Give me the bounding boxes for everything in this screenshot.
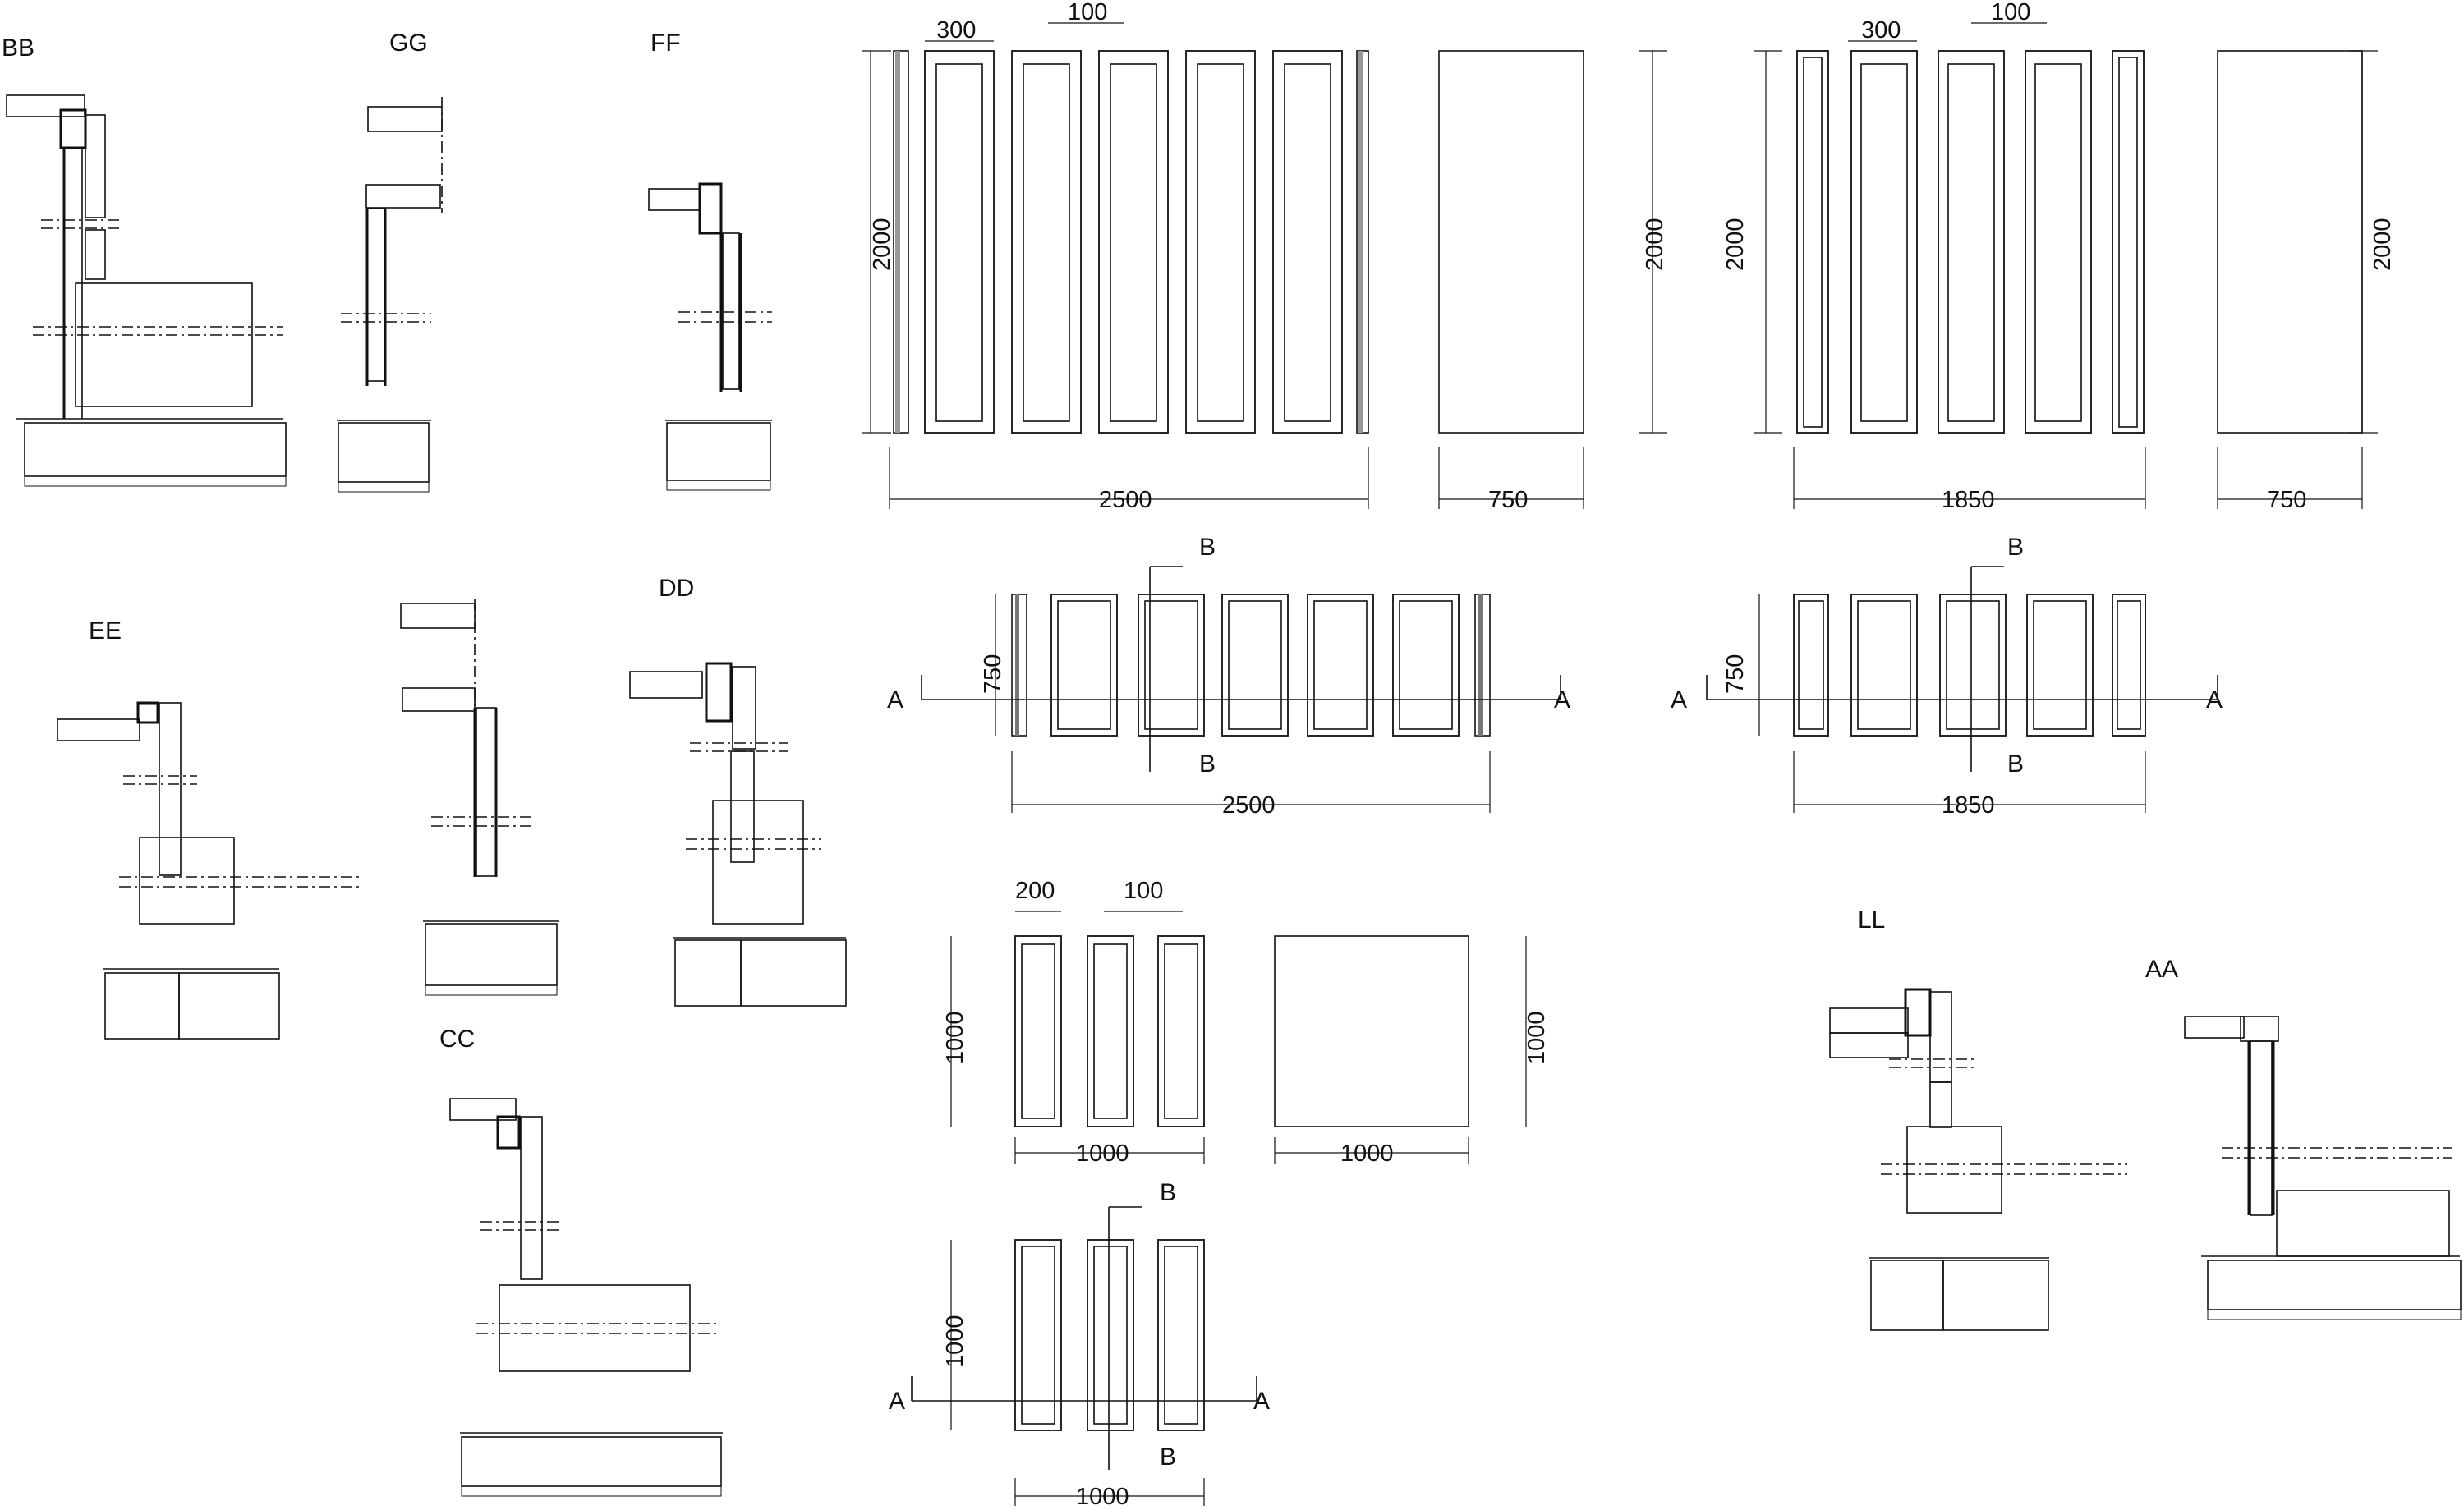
panel-plan-1000: [1014, 1239, 1205, 1431]
section-label-cc: CC: [439, 1026, 475, 1053]
dim-2500-top: 2500: [1099, 487, 1152, 513]
section-label-bb: BB: [2, 34, 34, 62]
detail-section-bb: [6, 94, 287, 487]
cut-marker-a-small-2: A: [1253, 1388, 1270, 1415]
detail-section-ll: [1829, 988, 2127, 1331]
panel-plan-1850: [1793, 594, 2146, 737]
cut-marker-a-small-1: A: [889, 1388, 905, 1415]
panel-elevation-1850: [1796, 50, 2145, 434]
section-label-ee: EE: [89, 617, 122, 645]
dim-300-left: 300: [936, 17, 976, 44]
dim-2000-left: 2000: [869, 218, 895, 271]
cut-marker-b-left-2: B: [1199, 750, 1216, 778]
dim-1850-top: 1850: [1942, 487, 1995, 513]
dim-2500-plan: 2500: [1222, 792, 1276, 819]
detail-section-cc: [449, 1098, 723, 1497]
cut-marker-a-left-2: A: [1554, 686, 1570, 714]
cross-panel-1000: [1274, 935, 1469, 1127]
section-label-ll: LL: [1858, 906, 1885, 934]
dim-750-cross: 750: [1488, 487, 1528, 513]
dim-100-right: 100: [1991, 0, 2030, 25]
dim-100-left: 100: [1068, 0, 1107, 25]
dim-1000-plan-small-h: 1000: [942, 1315, 968, 1368]
section-label-dd: DD: [659, 575, 694, 602]
dim-200-small: 200: [1015, 878, 1055, 904]
cut-marker-a-right-2: A: [2206, 686, 2223, 714]
dim-750-plan-right: 750: [1722, 654, 1749, 694]
dim-2000-cross: 2000: [1642, 218, 1668, 271]
dim-1000-small-h: 1000: [942, 1011, 968, 1064]
dim-750-plan-left: 750: [980, 654, 1006, 694]
detail-section-ff: [648, 182, 772, 491]
dim-300-right: 300: [1861, 17, 1901, 44]
panel-elevation-2500: [893, 50, 1369, 434]
detail-section-gg: [337, 97, 443, 493]
cut-marker-b-right-1: B: [2007, 534, 2024, 561]
dim-1000-plan-small-w: 1000: [1076, 1484, 1129, 1510]
detail-section-ee: [57, 701, 361, 1040]
cut-marker-b-small-2: B: [1160, 1443, 1176, 1471]
dim-100-small: 100: [1124, 878, 1163, 904]
dim-2000-right: 2000: [1722, 218, 1749, 271]
dim-1850-plan: 1850: [1942, 792, 1995, 819]
section-label-ff: FF: [650, 30, 681, 57]
panel-plan-2500: [1011, 594, 1491, 737]
cut-marker-b-left-1: B: [1199, 534, 1216, 561]
detail-section-unlabelled: [400, 599, 559, 996]
cut-marker-a-left-1: A: [887, 686, 903, 714]
dim-1000-cross-small-h: 1000: [1524, 1011, 1550, 1064]
cut-marker-b-right-2: B: [2007, 750, 2024, 778]
section-label-gg: GG: [389, 30, 428, 57]
panel-elevation-1000: [1014, 935, 1205, 1127]
dim-750-cross-right: 750: [2267, 487, 2306, 513]
dim-1000-cross-small-w: 1000: [1340, 1141, 1394, 1167]
detail-section-dd: [629, 662, 847, 1007]
section-label-aa: AA: [2145, 956, 2178, 983]
cut-marker-b-small-1: B: [1160, 1179, 1176, 1206]
dim-1000-small-w: 1000: [1076, 1141, 1129, 1167]
cross-panel-750-top: [1438, 50, 1584, 434]
detail-section-aa: [2184, 1016, 2462, 1320]
dim-2000-cross-right: 2000: [2370, 218, 2396, 271]
cut-marker-a-right-1: A: [1671, 686, 1687, 714]
cross-panel-750-right: [2217, 50, 2363, 434]
